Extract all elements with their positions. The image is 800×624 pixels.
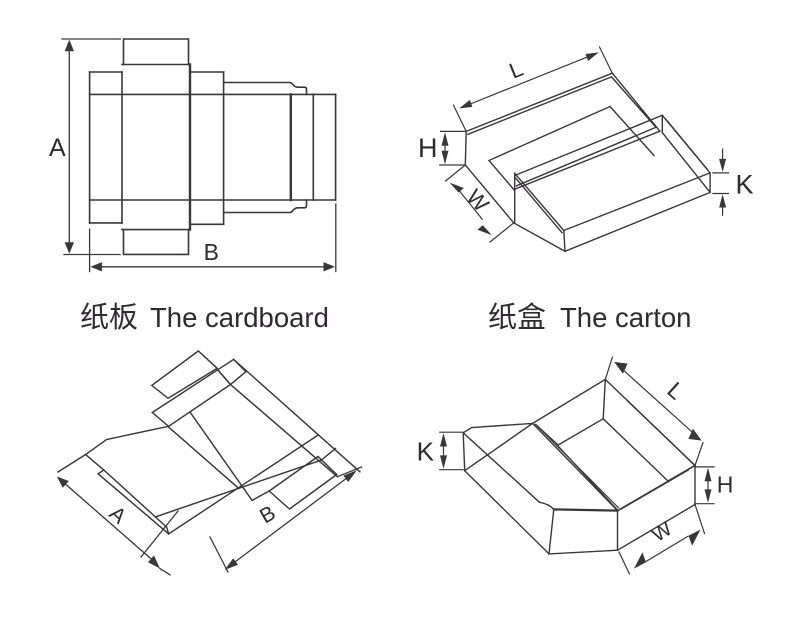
svg-text:W: W <box>462 184 495 216</box>
svg-text:L: L <box>662 377 689 405</box>
svg-text:B: B <box>256 501 280 528</box>
svg-text:The carton: The carton <box>560 302 691 333</box>
svg-text:纸盒: 纸盒 <box>488 301 546 334</box>
svg-text:L: L <box>506 56 527 84</box>
svg-text:The cardboard: The cardboard <box>150 302 329 333</box>
svg-text:H: H <box>418 133 438 163</box>
svg-text:A: A <box>49 134 66 162</box>
svg-text:H: H <box>717 471 734 497</box>
svg-text:K: K <box>417 436 435 466</box>
svg-text:A: A <box>105 502 131 529</box>
svg-text:W: W <box>648 518 676 547</box>
svg-text:纸板: 纸板 <box>80 301 138 334</box>
svg-text:B: B <box>204 239 219 265</box>
svg-text:K: K <box>736 170 754 200</box>
